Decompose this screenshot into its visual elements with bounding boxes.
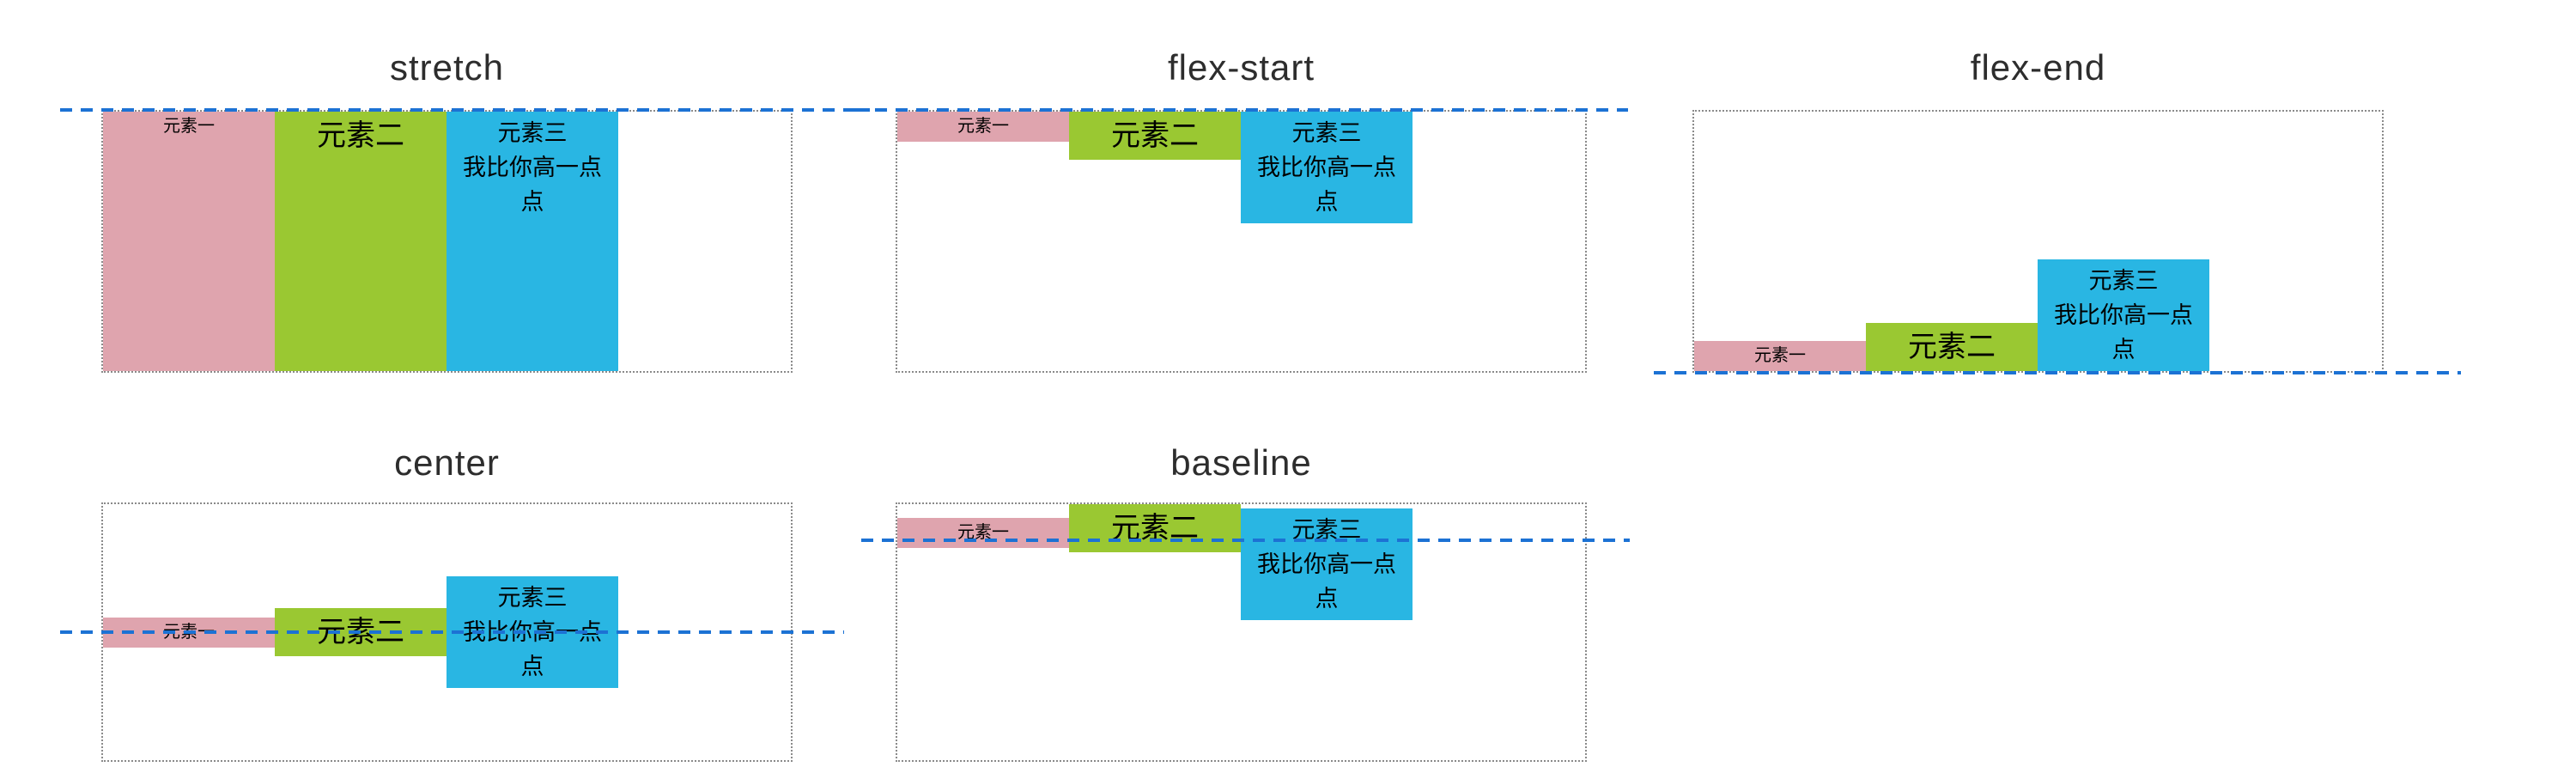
panel-title: flex-end	[1970, 47, 2106, 88]
flex-item-el1: 元素一	[897, 518, 1069, 548]
alignment-guide-line	[60, 630, 844, 634]
flex-container: 元素一 元素二 元素三 我比你高一点 点	[896, 502, 1587, 762]
flex-item-el3: 元素三 我比你高一点 点	[2038, 259, 2209, 371]
panel-title: flex-start	[1167, 47, 1315, 88]
el3-line-1: 元素三	[497, 120, 568, 146]
flex-item-el1: 元素一	[103, 112, 275, 371]
flex-item-el1: 元素一	[897, 112, 1069, 142]
el3-line-2: 我比你高一点	[1257, 551, 1396, 577]
el3-line-3: 点	[520, 654, 544, 679]
flex-container: 元素一 元素二 元素三 我比你高一点 点	[101, 110, 793, 373]
flex-container: 元素一 元素二 元素三 我比你高一点 点	[1692, 110, 2384, 373]
alignment-guide-line	[854, 108, 1628, 112]
flex-item-el3: 元素三 我比你高一点 点	[1241, 112, 1413, 223]
panel-stretch: stretch 元素一 元素二 元素三 我比你高一点 点	[60, 26, 870, 373]
el3-line-1: 元素三	[1291, 120, 1362, 146]
panel-flex-end: flex-end 元素一 元素二 元素三 我比你高一点 点	[1654, 26, 2461, 374]
el3-line-2: 我比你高一点	[1257, 155, 1396, 180]
el3-line-1: 元素三	[497, 585, 568, 611]
el3-line-3: 点	[520, 189, 544, 215]
alignment-guide-line	[60, 108, 870, 112]
el3-line-2: 我比你高一点	[463, 155, 602, 180]
flex-item-el3: 元素三 我比你高一点 点	[1241, 508, 1413, 620]
flex-item-el2: 元素二	[1069, 112, 1241, 160]
panel-baseline: baseline 元素一 元素二 元素三 我比你高一点 点	[861, 423, 1630, 762]
alignment-guide-line	[861, 539, 1630, 542]
flex-item-el1: 元素一	[1694, 341, 1866, 371]
flex-item-el3: 元素三 我比你高一点 点	[447, 112, 618, 371]
flex-item-el2: 元素二	[1866, 323, 2038, 371]
el3-line-1: 元素三	[2088, 268, 2159, 294]
el3-line-1: 元素三	[1291, 517, 1362, 543]
el3-line-3: 点	[1315, 189, 1339, 215]
panel-flex-start: flex-start 元素一 元素二 元素三 我比你高一点 点	[854, 26, 1628, 373]
alignment-guide-line	[1654, 371, 2461, 374]
flex-item-el2: 元素二	[1069, 504, 1241, 552]
flex-item-el2: 元素二	[275, 112, 447, 371]
el3-line-3: 点	[2111, 337, 2136, 362]
panel-title: center	[394, 441, 500, 483]
panel-center: center 元素一 元素二 元素三 我比你高一点 点	[60, 423, 844, 762]
panel-title: stretch	[389, 47, 505, 88]
panel-title: baseline	[1170, 441, 1312, 483]
el3-line-3: 点	[1315, 586, 1339, 612]
flex-container: 元素一 元素二 元素三 我比你高一点 点	[896, 110, 1587, 373]
el3-line-2: 我比你高一点	[2054, 302, 2193, 328]
